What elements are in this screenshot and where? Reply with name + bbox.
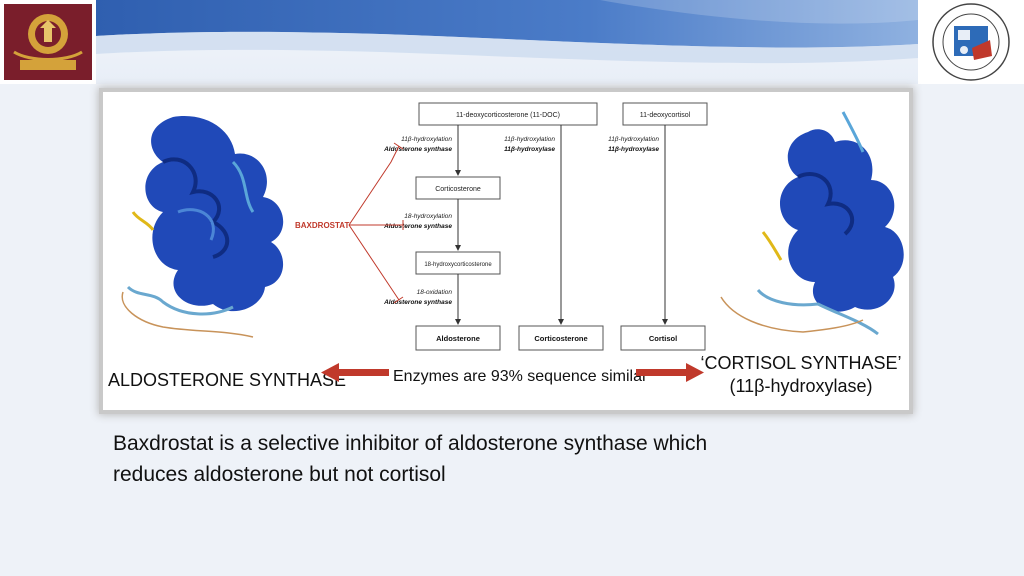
product-corticosterone-text: Corticosterone — [534, 334, 587, 343]
aldosterone-synthase-structure — [121, 116, 284, 338]
caption-line-2: reduces aldosterone but not cortisol — [113, 463, 446, 486]
right-red-arrow — [636, 363, 704, 382]
steroid-pathway-diagram: 11-deoxycorticosterone (11-DOC) 11-deoxy… — [108, 102, 904, 396]
step-left2-enzyme: Aldosterone synthase — [383, 223, 452, 230]
product-cortisol-text: Cortisol — [649, 334, 677, 343]
inhibition-lines — [348, 142, 404, 304]
intermediate-18-hydroxycorticosterone-text: 18-hydroxycorticosterone — [424, 262, 492, 268]
step-left3-enzyme: Aldosterone synthase — [383, 299, 452, 306]
step-left1-reaction: 11β-hydroxylation — [401, 136, 452, 143]
step-mid-enzyme: 11β-hydroxylase — [504, 146, 555, 153]
left-red-arrow — [321, 363, 389, 382]
step-mid-reaction: 11β-hydroxylation — [504, 136, 555, 143]
header-banner — [0, 0, 1024, 84]
army-emblem-logo — [4, 4, 92, 80]
step-left3-reaction: 18-oxidation — [417, 289, 453, 296]
step-left1-enzyme: Aldosterone synthase — [383, 146, 452, 153]
aldosterone-synthase-label: ALDOSTERONE SYNTHASE — [108, 370, 346, 390]
sequence-similarity-label: Enzymes are 93% sequence similar — [393, 368, 648, 385]
left-logo-box — [0, 0, 96, 84]
product-box-aldosterone — [415, 325, 501, 351]
step-right-reaction: 11β-hydroxylation — [608, 136, 659, 143]
slide-caption: Baxdrostat is a selective inhibitor of a… — [113, 428, 893, 490]
intermediate-corticosterone-text: Corticosterone — [435, 186, 481, 193]
header-wave-decoration — [96, 0, 918, 64]
step-right-enzyme: 11β-hydroxylase — [608, 146, 659, 153]
hydroxylase-label: (11β-hydroxylase) — [729, 376, 872, 396]
cortisol-synthase-label: ‘CORTISOL SYNTHASE’ — [700, 353, 901, 373]
enzyme-pathway-figure: 11-deoxycorticosterone (11-DOC) 11-deoxy… — [103, 92, 909, 410]
product-aldosterone-text: Aldosterone — [436, 334, 480, 343]
product-box-corticosterone — [518, 325, 604, 351]
right-logo-box — [918, 0, 1024, 84]
substrate-11doc-text: 11-deoxycorticosterone (11-DOC) — [456, 112, 560, 119]
inhibitor-label: BAXDROSTAT — [295, 221, 349, 230]
step-left2-reaction: 18-hydroxylation — [404, 213, 452, 220]
substrate-box-11doc — [418, 102, 598, 126]
caption-line-1: Baxdrostat is a selective inhibitor of a… — [113, 432, 708, 455]
cortisol-synthase-structure — [720, 111, 904, 336]
department-of-internal-medicine-seal — [932, 3, 1010, 81]
product-box-cortisol — [620, 325, 706, 351]
substrate-11-deoxycortisol-text: 11-deoxycortisol — [640, 112, 691, 119]
